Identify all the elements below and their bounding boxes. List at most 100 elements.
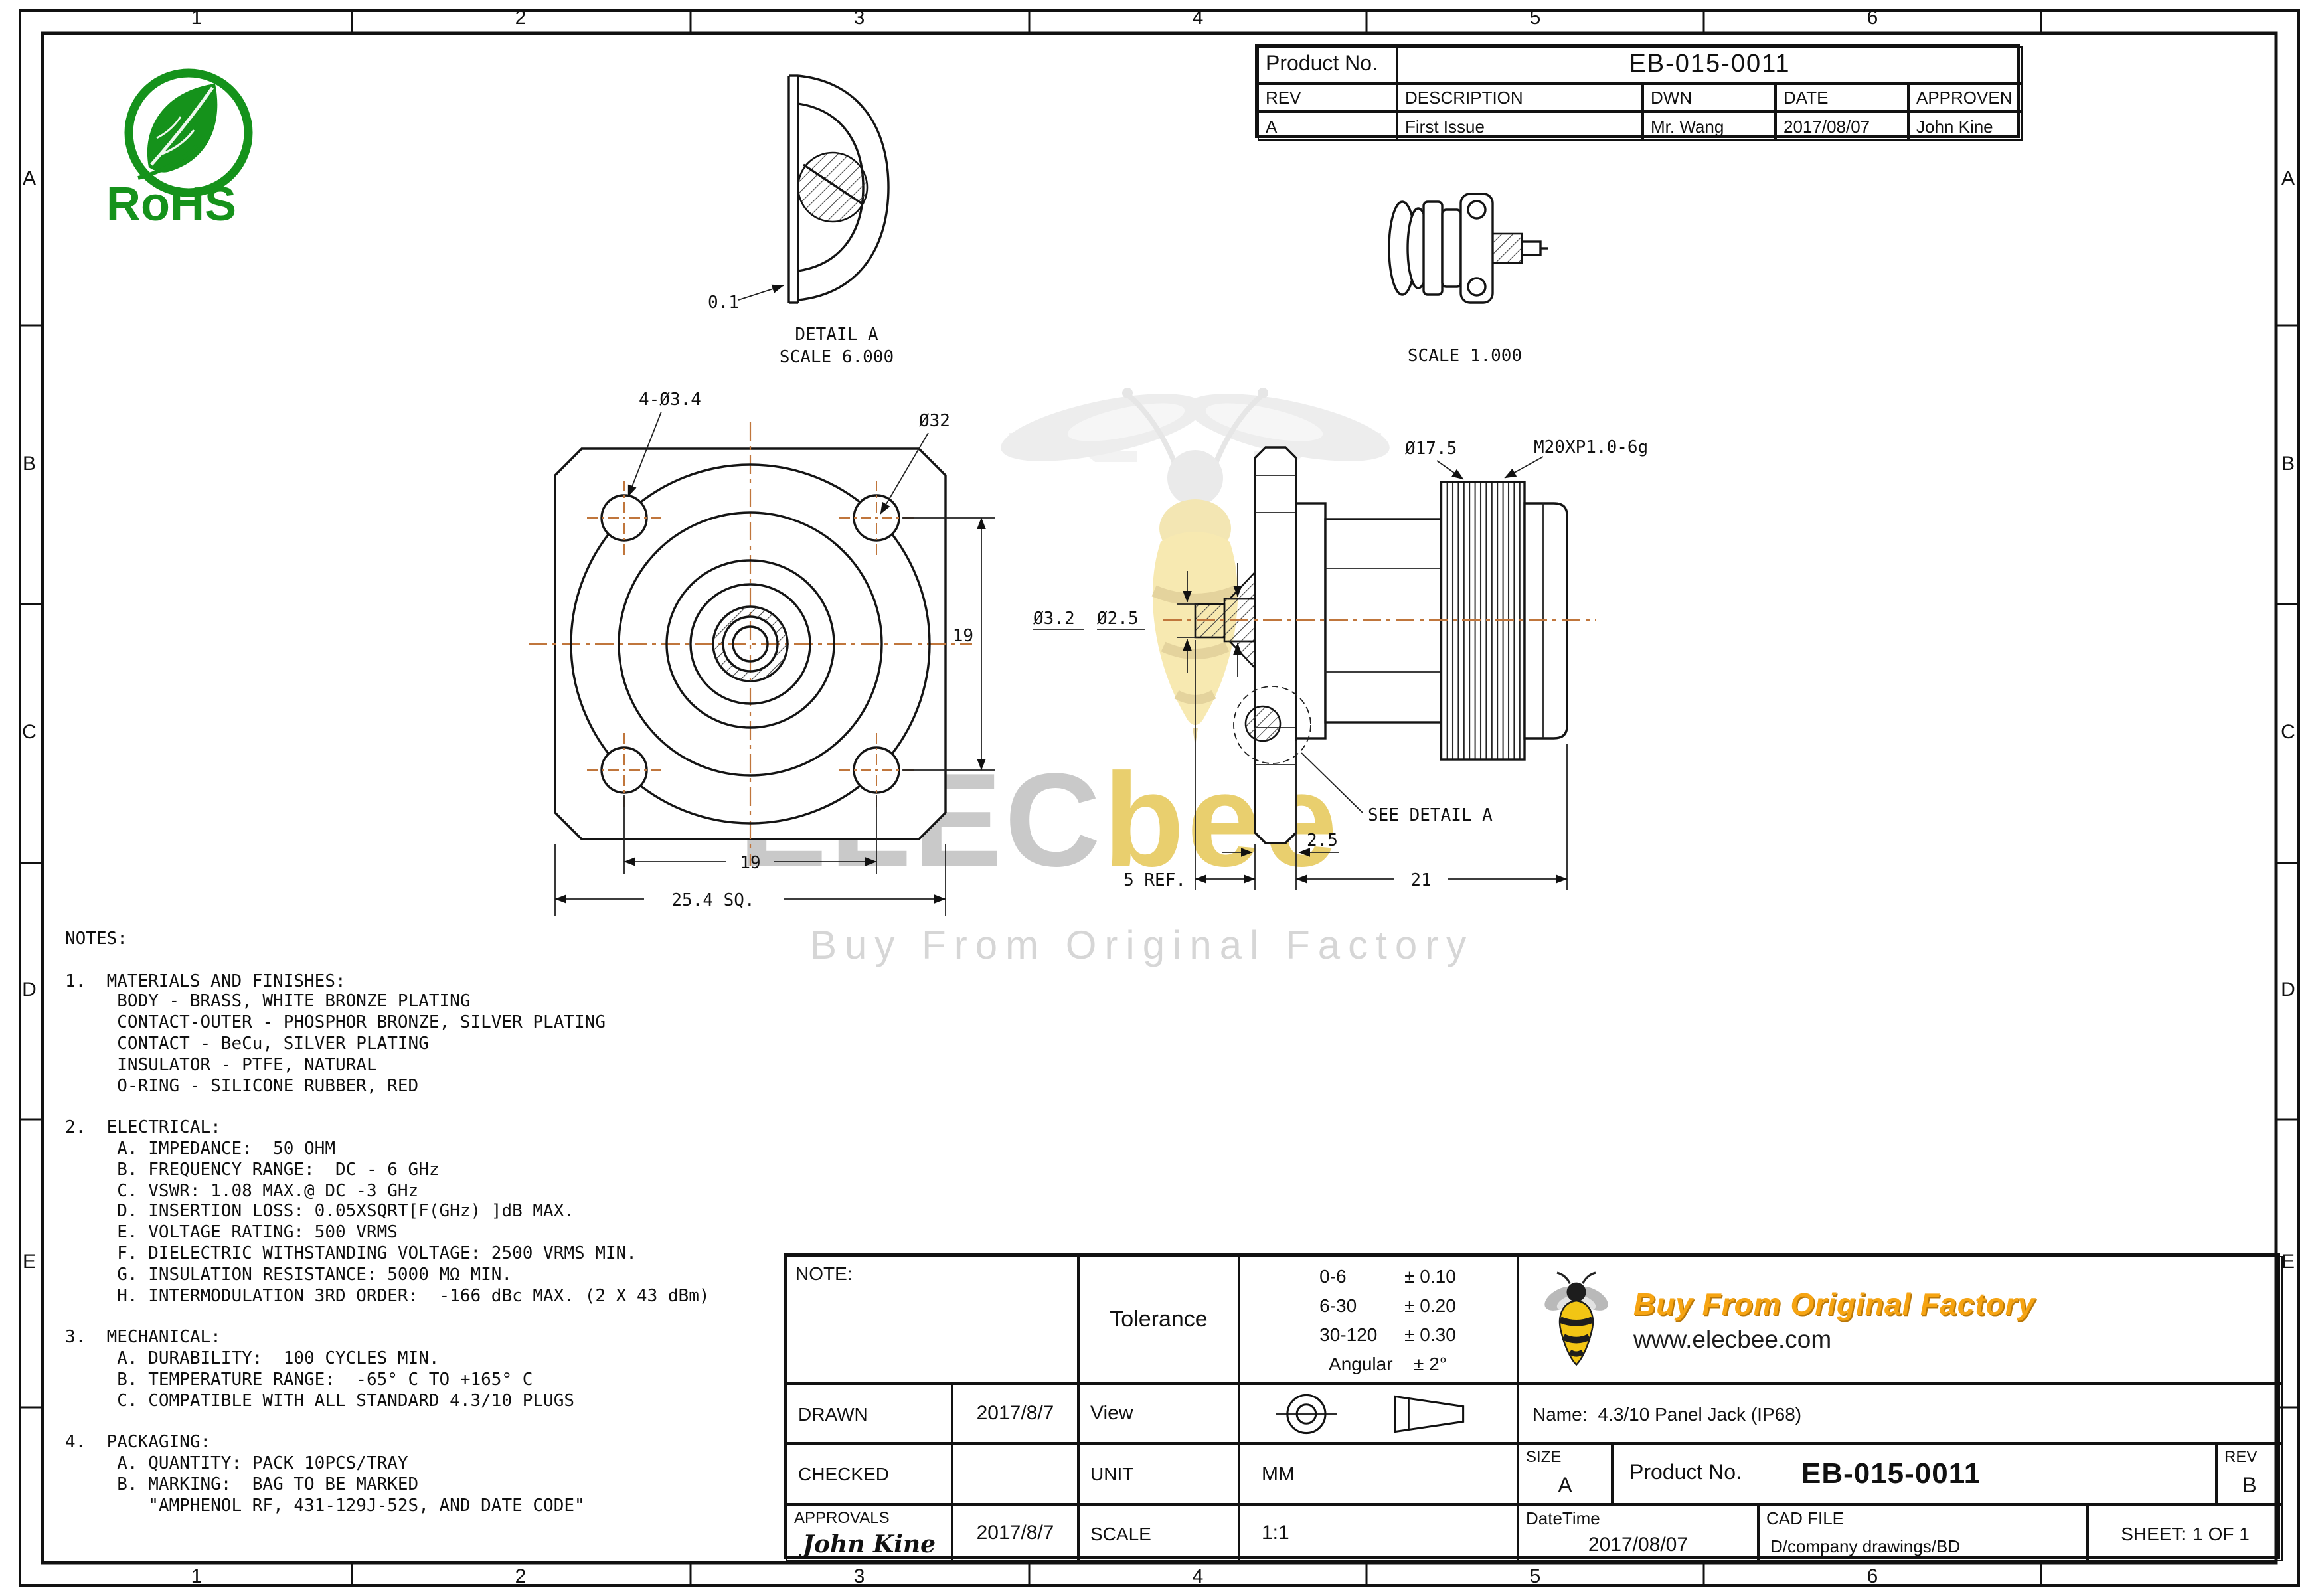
size-box: SIZE A	[1518, 1443, 1612, 1504]
side-dim-dia32-label: Ø3.2	[1033, 609, 1075, 629]
checked-label: CHECKED	[786, 1443, 952, 1504]
rev-row-date: 2017/08/07	[1776, 112, 1908, 141]
tol-range-2: 6-30	[1319, 1295, 1357, 1316]
tolerance-label: Tolerance	[1078, 1256, 1239, 1384]
tol-range-1: 0-6	[1319, 1265, 1347, 1287]
side-dim-5ref-label: 5 REF.	[1123, 870, 1186, 890]
detail-a-thickness-label: 0.1	[708, 293, 739, 313]
front-dim-square-label: 25.4 SQ.	[671, 890, 754, 910]
rev-row-approven: John Kine	[1908, 112, 2023, 141]
detail-a-title: DETAIL A	[795, 325, 878, 345]
side-dim-thread-label: M20XP1.0-6g	[1534, 438, 1648, 457]
approvals-signature: John Kine	[803, 1531, 936, 1559]
name-value: 4.3/10 Panel Jack (IP68)	[1598, 1403, 1802, 1424]
unit-label: UNIT	[1078, 1443, 1239, 1504]
zone-letter-right-d: D	[2281, 979, 2295, 1001]
tol-val-4: ± 2°	[1414, 1353, 1447, 1374]
tol-val-3: ± 0.30	[1404, 1324, 1456, 1345]
front-dim-holes-label: 4-Ø3.4	[639, 390, 701, 410]
zone-number-top-4: 4	[1192, 7, 1204, 29]
zone-letter-left-c: C	[22, 721, 37, 744]
datetime-value: 2017/08/07	[1588, 1534, 1689, 1556]
rev-label: REV	[2224, 1447, 2258, 1466]
zone-number-bottom-5: 5	[1529, 1565, 1541, 1588]
rev-value: B	[2242, 1475, 2257, 1498]
tol-val-1: ± 0.10	[1404, 1265, 1456, 1287]
side-see-detail-label: SEE DETAIL A	[1368, 805, 1493, 825]
datetime-label: DateTime	[1526, 1508, 1600, 1528]
brand-box: Buy From Original Factory www.elecbee.co…	[1518, 1256, 2283, 1384]
rev-row-dwn: Mr. Wang	[1643, 112, 1776, 141]
side-dim-dia25-label: Ø2.5	[1097, 609, 1139, 629]
col-header-date: DATE	[1776, 84, 1908, 112]
product-box: Product No. EB-015-0011	[1612, 1443, 2216, 1504]
note-box: NOTE:	[786, 1256, 1078, 1384]
product-value: EB-015-0011	[1801, 1457, 1981, 1490]
cadfile-value: D/company drawings/BD	[1770, 1536, 1961, 1556]
sheet-label: SHEET:	[2121, 1522, 2187, 1544]
projection-symbols	[1239, 1384, 1518, 1443]
zone-number-top-3: 3	[853, 7, 865, 29]
brand-site: www.elecbee.com	[1633, 1324, 1832, 1352]
zone-letter-right-c: C	[2281, 721, 2295, 744]
tolerance-values: 0-6 ± 0.10 6-30 ± 0.20 30-120 ± 0.30 Angula…	[1239, 1256, 1518, 1384]
front-dim-outer-dia-label: Ø32	[919, 411, 950, 431]
projection-symbol-icon	[1276, 1393, 1465, 1434]
zone-number-top-6: 6	[1866, 7, 1878, 29]
unit-value: MM	[1239, 1443, 1518, 1504]
approvals-label: APPROVALS	[794, 1508, 890, 1527]
view-label: View	[1078, 1384, 1239, 1443]
tol-range-3: 30-120	[1319, 1324, 1378, 1345]
side-dim-dia175-label: Ø17.5	[1405, 439, 1457, 459]
zone-number-bottom-1: 1	[191, 1565, 203, 1588]
drawn-date: 2017/8/7	[952, 1384, 1078, 1443]
zone-number-top-1: 1	[191, 7, 203, 29]
side-view: Ø17.5 M20XP1.0-6g Ø3.2 Ø2.5 2.5 5 REF.	[1033, 438, 1648, 890]
bee-watermark-icon	[1001, 388, 1390, 746]
product-no-label: Product No.	[1258, 46, 1397, 84]
zone-letter-right-a: A	[2281, 167, 2295, 190]
approvals-date: 2017/8/7	[952, 1504, 1078, 1561]
product-no-value: EB-015-0011	[1397, 46, 2023, 84]
size-value: A	[1558, 1475, 1572, 1498]
zone-letter-left-b: B	[22, 453, 36, 475]
approvals-box: APPROVALS John Kine	[786, 1504, 952, 1561]
zone-number-top-5: 5	[1529, 7, 1541, 29]
cadfile-box: CAD FILE D/company drawings/BD	[1758, 1504, 2088, 1561]
tol-range-4: Angular	[1329, 1353, 1393, 1374]
brand-tagline: Buy From Original Factory	[1633, 1286, 2036, 1320]
scale-value: 1:1	[1239, 1504, 1518, 1561]
name-cell: Name: 4.3/10 Panel Jack (IP68)	[1518, 1384, 2283, 1443]
zone-letter-right-e: E	[2281, 1251, 2295, 1273]
datetime-box: DateTime 2017/08/07	[1518, 1504, 1758, 1561]
col-header-approven: APPROVEN	[1908, 84, 2023, 112]
zone-letter-left-e: E	[22, 1251, 36, 1273]
rohs-logo: RoHS	[104, 64, 276, 239]
tol-val-2: ± 0.20	[1404, 1295, 1456, 1316]
cadfile-label: CAD FILE	[1766, 1508, 1845, 1528]
zone-number-bottom-3: 3	[853, 1565, 865, 1588]
sheet-value: 1 OF 1	[2193, 1522, 2250, 1544]
side-dim-25-label: 2.5	[1307, 831, 1338, 850]
front-view: 4-Ø3.4 Ø32 19 19 25.4 SQ.	[529, 390, 995, 916]
detail-a-view: 0.1 DETAIL A SCALE 6.000	[708, 74, 894, 367]
name-label: Name:	[1532, 1403, 1588, 1424]
title-block: NOTE: Tolerance 0-6 ± 0.10 6-30 ± 0.20 30-…	[784, 1253, 2283, 1561]
col-header-rev: REV	[1258, 84, 1397, 112]
product-label: Product No.	[1629, 1462, 1742, 1484]
rev-row-rev: A	[1258, 112, 1397, 141]
tolerance-row: 6-30 ± 0.20	[1301, 1291, 1456, 1320]
scale-label: SCALE	[1078, 1504, 1239, 1561]
sheet-box: SHEET: 1 OF 1	[2088, 1504, 2283, 1561]
bee-logo-icon	[1544, 1271, 1608, 1366]
zone-number-bottom-4: 4	[1192, 1565, 1204, 1588]
front-dim-horizontal-label: 19	[740, 853, 760, 873]
checked-date	[952, 1443, 1078, 1504]
tolerance-row: Angular ± 2°	[1310, 1349, 1447, 1378]
watermark-bee-text: bee	[1103, 746, 1341, 895]
notes-block: NOTES: 1. MATERIALS AND FINISHES: BODY -…	[65, 929, 710, 1516]
zone-number-bottom-2: 2	[515, 1565, 527, 1588]
front-dim-vertical-label: 19	[953, 626, 973, 646]
